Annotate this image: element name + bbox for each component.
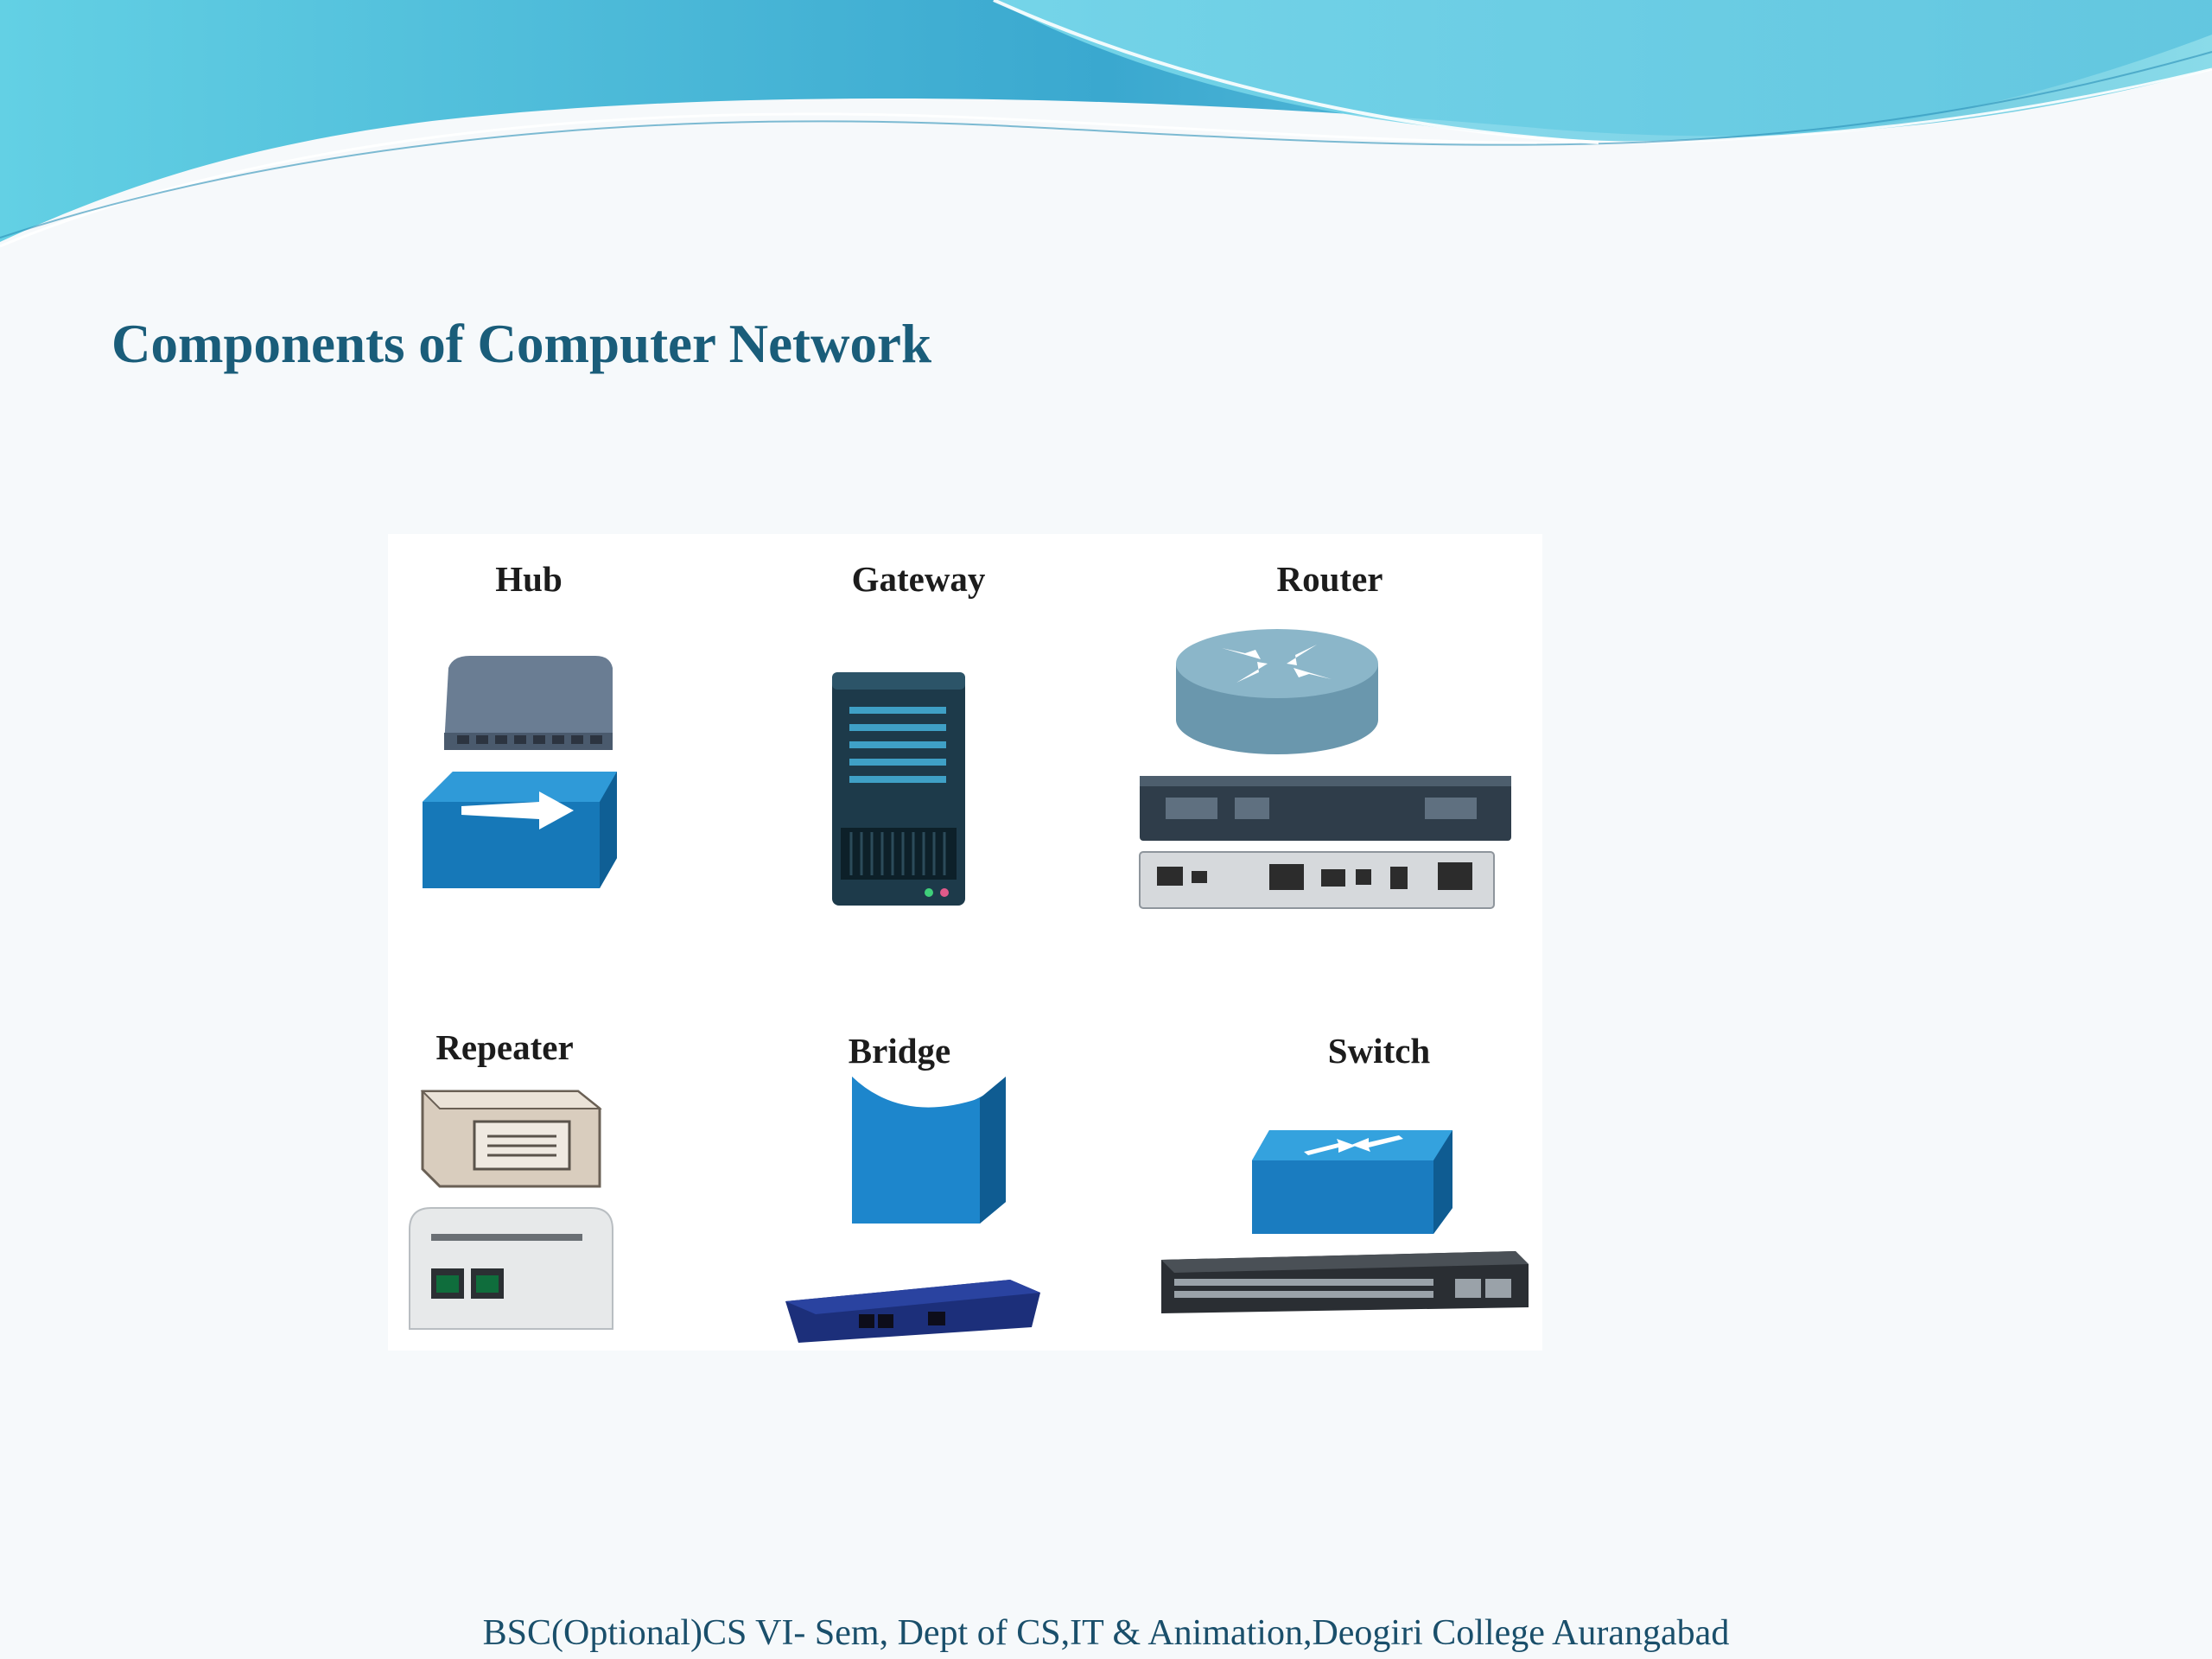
slide-footer: BSC(Optional)CS VI- Sem, Dept of CS,IT &… [482, 1613, 1730, 1653]
bridge-label: Bridge [848, 1031, 951, 1071]
slide-title: Components of Computer Network [111, 314, 932, 374]
gateway-label: Gateway [851, 559, 986, 599]
bridge-icon [785, 1077, 1040, 1343]
network-components-panel: Hub Gateway Router [388, 534, 1542, 1351]
repeater-icon [409, 1090, 613, 1330]
header-wave-decoration [0, 0, 2212, 248]
gateway-icon [832, 672, 965, 906]
repeater-label: Repeater [435, 1027, 574, 1067]
hub-icon [423, 656, 617, 888]
switch-icon [1161, 1130, 1529, 1313]
switch-label: Switch [1327, 1031, 1431, 1071]
router-icon [1139, 629, 1511, 909]
hub-label: Hub [495, 559, 563, 599]
router-label: Router [1276, 559, 1383, 599]
